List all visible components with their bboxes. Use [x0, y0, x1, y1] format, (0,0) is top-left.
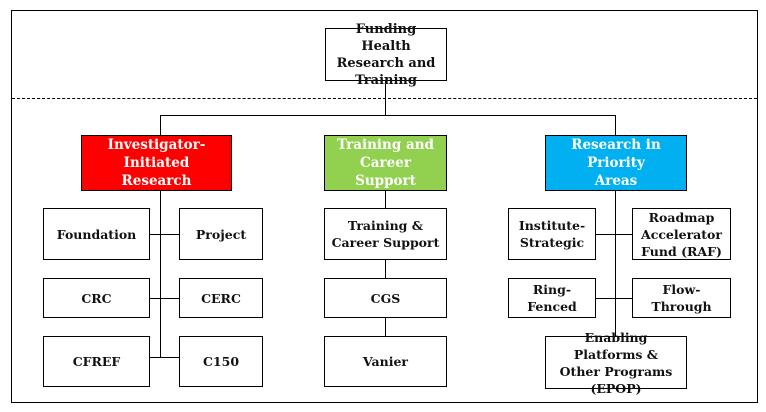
category-label: Training and Career Support — [337, 137, 434, 189]
node-label: Ring-Fenced — [527, 282, 577, 314]
node-label: CRC — [81, 290, 112, 306]
node-label: Vanier — [362, 354, 409, 369]
node-label: Training & Career Support — [331, 218, 440, 250]
spine-middle — [385, 191, 386, 336]
node-cfref: CFREF — [43, 336, 150, 387]
branch-left-1 — [150, 234, 179, 235]
connector-horizontal — [160, 115, 616, 116]
node-ring-fenced: Ring-Fenced — [508, 278, 596, 318]
connector-root-down — [385, 81, 386, 115]
category-investigator-initiated: Investigator-Initiated Research — [81, 135, 232, 191]
category-priority-areas: Research in Priority Areas — [545, 135, 687, 191]
node-label: C150 — [202, 354, 240, 369]
node-label: CGS — [370, 290, 401, 306]
node-label: CERC — [201, 290, 241, 306]
node-institute-strategic: Institute-Strategic — [508, 208, 596, 260]
node-project: Project — [179, 208, 263, 260]
node-label: Roadmap Accelerator Fund (RAF) — [641, 209, 722, 259]
node-crc: CRC — [43, 278, 150, 318]
connector-to-blue — [615, 115, 616, 135]
node-cerc: CERC — [179, 278, 263, 318]
diagram-frame — [11, 10, 758, 403]
node-vanier: Vanier — [324, 336, 447, 387]
branch-left-3 — [150, 357, 179, 358]
node-roadmap-raf: Roadmap Accelerator Fund (RAF) — [632, 208, 731, 260]
node-training-career-support: Training & Career Support — [324, 208, 447, 260]
root-node: Funding Health Research and Training — [325, 22, 447, 88]
branch-right-1 — [596, 234, 632, 235]
category-label: Research in Priority Areas — [571, 137, 661, 189]
branch-right-2 — [596, 298, 632, 299]
node-label: CFREF — [72, 354, 121, 369]
connector-to-red — [160, 115, 161, 135]
spine-right — [615, 191, 616, 336]
node-label: Foundation — [56, 226, 137, 242]
node-flow-through: Flow-Through — [632, 278, 731, 318]
node-label: Project — [195, 226, 247, 242]
node-label: Flow-Through — [651, 282, 712, 314]
node-foundation: Foundation — [43, 208, 150, 260]
node-c150: C150 — [179, 336, 263, 387]
node-label: Enabling Platforms & Other Programs (EPO… — [559, 329, 673, 396]
spine-left — [160, 191, 161, 357]
node-cgs: CGS — [324, 278, 447, 318]
category-training-career: Training and Career Support — [324, 135, 447, 191]
dashed-divider — [12, 98, 757, 99]
branch-left-2 — [150, 298, 179, 299]
root-label: Funding Health Research and Training — [336, 21, 436, 88]
category-label: Investigator-Initiated Research — [107, 137, 206, 189]
node-label: Institute-Strategic — [518, 218, 586, 250]
node-epop: Enabling Platforms & Other Programs (EPO… — [545, 330, 687, 396]
